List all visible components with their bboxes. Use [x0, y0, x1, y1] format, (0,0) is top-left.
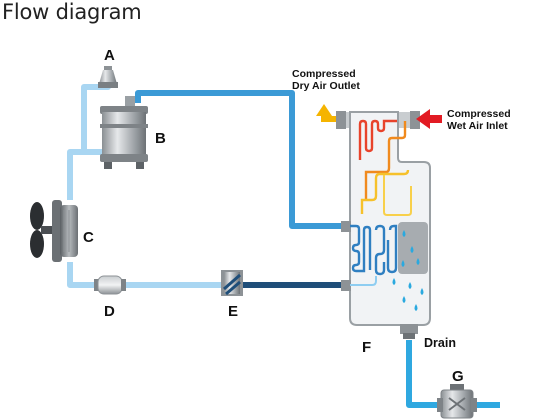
component-g-drain-valve	[437, 384, 477, 419]
label-c: C	[83, 229, 94, 246]
label-g: G	[452, 368, 464, 385]
coil-warm-orange	[364, 121, 407, 200]
pipe-c-to-e	[67, 262, 224, 288]
label-d: D	[104, 303, 115, 320]
pipe-drain	[406, 340, 440, 408]
label-b: B	[155, 130, 166, 147]
label-a: A	[104, 47, 115, 64]
inlet-arrow	[416, 109, 442, 129]
coil-cool-right	[386, 224, 398, 274]
coil-light-blue	[350, 276, 377, 286]
component-d-filter-drier	[94, 275, 126, 295]
label-f: F	[362, 339, 371, 356]
drain-label: Drain	[424, 336, 456, 350]
component-f-heat-exchanger	[336, 111, 431, 339]
pipe-b-to-f	[135, 90, 350, 229]
outlet-label-line1: Compressed	[292, 68, 356, 80]
component-c-condenser-fan	[30, 200, 78, 262]
outlet-label-line2: Dry Air Outlet	[292, 80, 360, 92]
component-b-compressor	[100, 96, 148, 169]
water-droplets	[392, 230, 424, 311]
coil-cool-mid	[374, 224, 386, 276]
label-e: E	[228, 303, 238, 320]
outlet-arrow	[316, 104, 336, 122]
component-e-expansion-valve	[221, 270, 243, 296]
inlet-label-line1: Compressed	[447, 108, 511, 120]
coil-warm-red	[358, 119, 397, 160]
component-a-valve	[98, 66, 118, 88]
page-title: Flow diagram	[2, 0, 142, 24]
coil-warm-yellow	[360, 169, 410, 214]
coil-warm-yellow-2	[383, 175, 412, 216]
inlet-label-line2: Wet Air Inlet	[447, 120, 508, 132]
coil-cool-left	[350, 224, 372, 273]
